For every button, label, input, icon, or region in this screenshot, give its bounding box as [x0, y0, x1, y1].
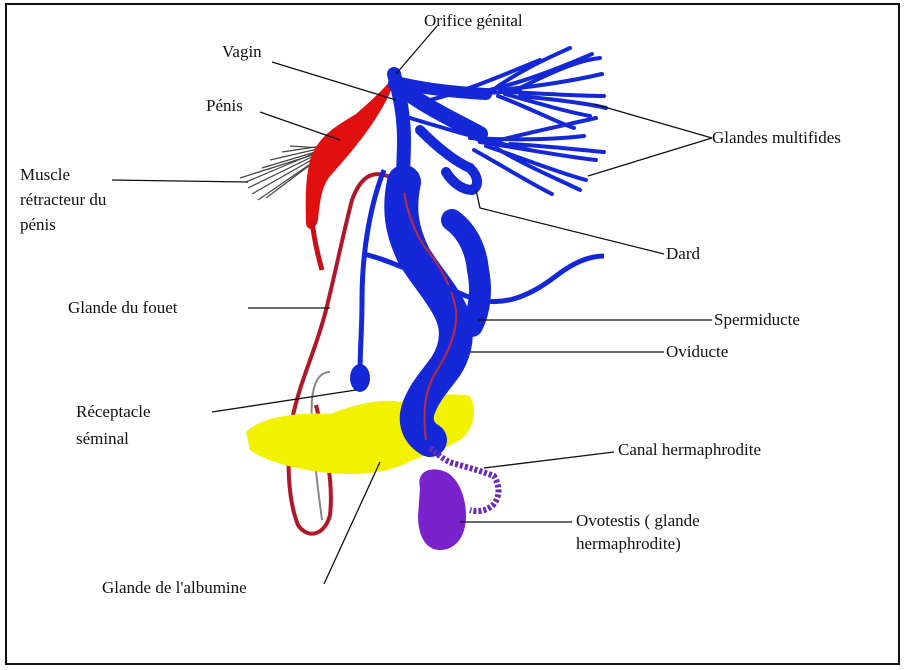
ovotestis-shape [418, 469, 466, 550]
label-spermiducte: Spermiducte [714, 310, 800, 329]
label-dard: Dard [666, 244, 700, 263]
leader-glandes-b [588, 138, 712, 176]
leader-orifice [396, 26, 437, 74]
penis-tube [312, 220, 322, 270]
leader-dard [476, 190, 664, 254]
label-ovotestis: Ovotestis ( glande hermaphrodite) [576, 511, 700, 553]
leader-glandes-a [594, 104, 712, 138]
label-receptacle-line1: Réceptacle [76, 402, 151, 421]
label-receptacle-seminal: Réceptacle séminal [76, 402, 151, 448]
label-muscle-retracteur: Muscle rétracteur du pénis [20, 165, 106, 234]
leader-receptacle [212, 390, 356, 412]
leader-albumine [324, 462, 380, 584]
whip-gland [289, 174, 392, 534]
receptacle-duct-blue [360, 170, 384, 372]
label-glandes-multifides: Glandes multifides [712, 128, 841, 147]
leader-lines [112, 26, 712, 584]
leader-penis [260, 112, 340, 140]
label-muscle-line3: pénis [20, 215, 106, 234]
label-muscle-line1: Muscle [20, 165, 106, 184]
leader-vagin [272, 62, 396, 100]
seminal-receptacle [350, 364, 370, 392]
label-penis: Pénis [206, 96, 243, 115]
leader-muscle [112, 180, 248, 182]
label-ovotestis-line2: hermaphrodite) [576, 534, 700, 553]
label-vagin: Vagin [222, 42, 262, 61]
label-glande-du-fouet: Glande du fouet [68, 298, 178, 317]
label-muscle-line2: rétracteur du [20, 190, 106, 209]
label-ovotestis-line1: Ovotestis ( glande [576, 511, 700, 530]
label-receptacle-line2: séminal [76, 429, 151, 448]
leader-canal [484, 452, 614, 468]
label-orifice-genital: Orifice génital [424, 11, 523, 30]
label-glande-albumine: Glande de l'albumine [102, 578, 247, 597]
label-oviducte: Oviducte [666, 342, 728, 361]
label-canal-hermaphrodite: Canal hermaphrodite [618, 440, 761, 459]
